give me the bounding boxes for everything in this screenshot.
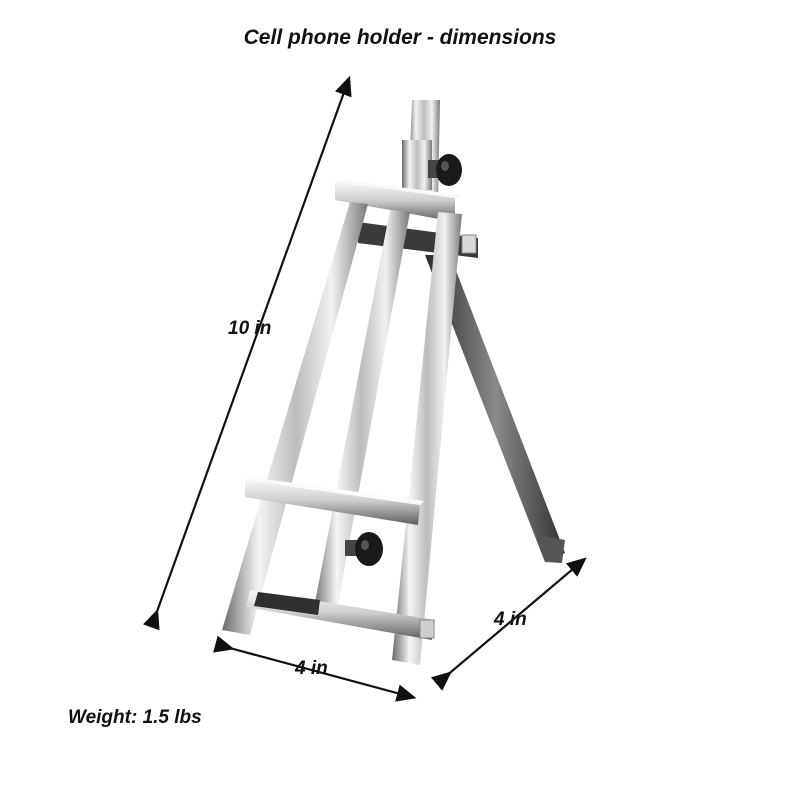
rear-leg	[425, 255, 565, 563]
center-leg	[312, 210, 410, 620]
depth-arrow	[430, 557, 587, 691]
depth-label: 4 in	[494, 609, 527, 630]
height-label: 10 in	[228, 318, 272, 339]
right-front-leg	[392, 212, 462, 665]
width-label: 4 in	[295, 658, 328, 679]
pivot-pin	[461, 234, 477, 254]
left-front-leg	[222, 202, 368, 635]
top-clamp-bar	[335, 180, 462, 222]
width-arrow	[213, 635, 417, 702]
top-knob	[428, 154, 462, 186]
image-title: Cell phone holder - dimensions	[243, 26, 557, 49]
height-arrow	[142, 75, 352, 631]
weight-label: Weight: 1.5 lbs	[68, 707, 202, 728]
lower-ledge	[245, 477, 424, 525]
top-mast	[402, 100, 440, 205]
bottom-crossbar	[246, 590, 435, 640]
lower-knob	[345, 532, 383, 566]
